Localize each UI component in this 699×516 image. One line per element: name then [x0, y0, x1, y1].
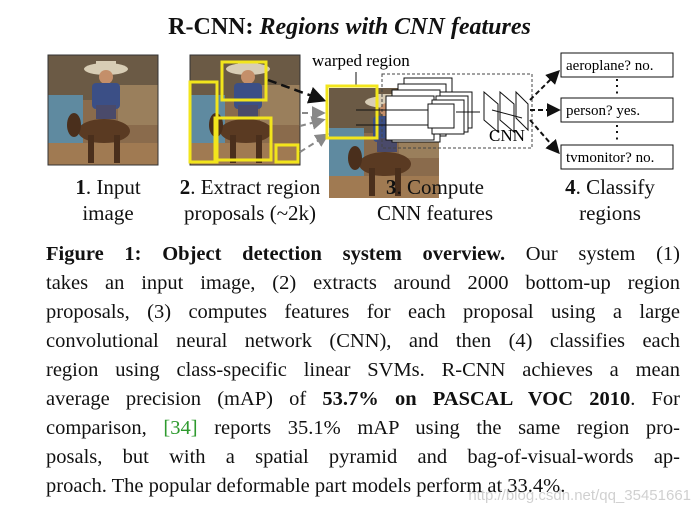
caption-line: comparison, [34] reports 35.1% mAP using…	[46, 417, 680, 439]
proposal-box	[220, 60, 268, 102]
warp-arrow	[299, 133, 330, 153]
caption-line: proposals, (3) computes features for eac…	[46, 301, 680, 323]
caption-line: convolutional neural network (CNN), and …	[46, 330, 680, 352]
class-label-aeroplane: aeroplane? no.	[566, 58, 653, 74]
class-box-person	[560, 97, 674, 123]
classify-arrow	[529, 70, 560, 101]
class-label-person: person? yes.	[566, 103, 640, 119]
caption-line: posals, but with a spatial pyramid and b…	[46, 446, 680, 468]
figure-caption: Figure 1: Object detection system overvi…	[46, 240, 680, 501]
pipeline-diagram: warped region CNN	[47, 51, 674, 198]
caption-line: average precision (mAP) of 53.7% on PASC…	[46, 388, 680, 410]
proposal-box	[274, 143, 300, 164]
vertical-ellipsis: ⋮	[608, 122, 626, 142]
caption-line: region using class-specific linear SVMs.…	[46, 359, 680, 381]
caption-line: Figure 1: Object detection system overvi…	[46, 243, 680, 265]
rcnn-figure: R-CNN: Regions with CNN features	[0, 0, 699, 232]
citation-link[interactable]: [34]	[163, 417, 198, 439]
title-bold: R-CNN:	[168, 14, 254, 40]
cnn-label: CNN	[489, 126, 525, 145]
class-box-aeroplane	[560, 52, 674, 78]
proposal-box	[188, 80, 219, 164]
input-image	[47, 54, 159, 166]
figure-title: R-CNN: Regions with CNN features	[0, 14, 699, 41]
class-label-tvmonitor: tvmonitor? no.	[566, 150, 654, 166]
region-proposals-image	[188, 54, 301, 166]
watermark: http://blog.csdn.net/qq_35451661	[468, 487, 691, 504]
caption-label: Figure 1: Object detection system overvi…	[46, 243, 506, 265]
caption-line: takes an input image, (2) extracts aroun…	[46, 272, 680, 294]
result-highlight: 53.7% on PASCAL VOC 2010	[322, 388, 631, 410]
class-box-tvmonitor	[560, 144, 674, 170]
proposal-box	[213, 116, 273, 162]
cnn-network-diagram	[356, 77, 529, 143]
title-italic: Regions with CNN features	[259, 14, 531, 40]
warped-region-label: warped region	[312, 51, 410, 70]
classify-arrow	[529, 119, 560, 155]
vertical-ellipsis: ⋮	[608, 76, 626, 96]
warped-region-image	[325, 84, 439, 198]
caption-line: proach. The popular deformable part mode…	[46, 475, 566, 497]
warp-arrow	[267, 78, 327, 104]
warp-arrow	[299, 116, 326, 130]
